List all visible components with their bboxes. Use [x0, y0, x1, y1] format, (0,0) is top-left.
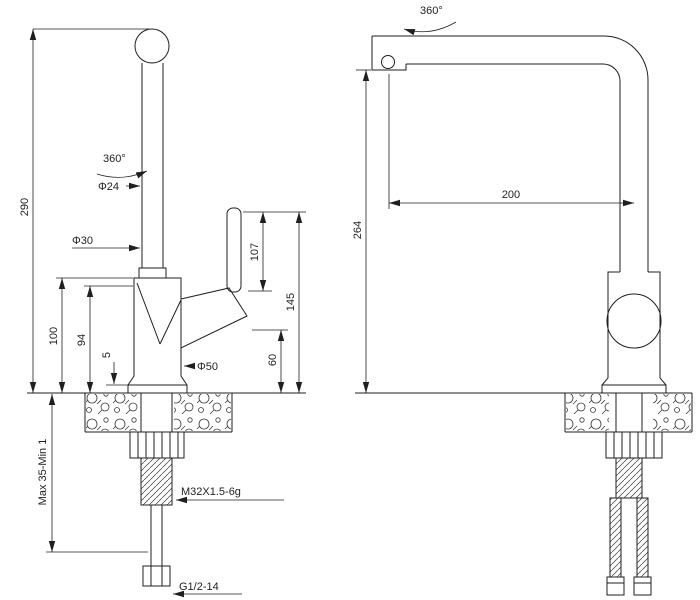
handle-cone — [180, 287, 248, 349]
label-rotation-side: 360° — [420, 5, 443, 17]
rotation-arc-side — [403, 21, 457, 36]
front-undermount — [129, 393, 185, 587]
dim-200-label: 200 — [502, 189, 520, 201]
hose-nut-right — [633, 576, 652, 596]
dim-145-label: 145 — [285, 293, 297, 311]
label-shank-thread: M32X1.5-6g — [181, 486, 241, 498]
label-inlet-thread: G1/2-14 — [179, 581, 219, 593]
supply-hose-left — [609, 497, 622, 578]
dim-290-label: 290 — [19, 198, 31, 216]
front-body — [127, 207, 248, 394]
front-countertop — [27, 392, 306, 433]
dim-5-label: 5 — [101, 352, 113, 358]
side-countertop-texture-left — [566, 394, 609, 431]
dim-200 — [388, 74, 634, 209]
dim-max-min-label: Max 35-Min 1 — [37, 439, 49, 506]
dim-94 — [84, 285, 133, 393]
label-neck-diameter: Φ30 — [72, 235, 93, 247]
dim-5 — [106, 362, 132, 386]
countertop-texture-right — [174, 394, 231, 431]
side-body — [601, 271, 667, 394]
dim-100-label: 100 — [48, 327, 60, 345]
dim-60-label: 60 — [267, 354, 279, 366]
dim-100 — [56, 277, 133, 393]
dim-107-label: 107 — [249, 243, 261, 261]
countertop-texture-left — [86, 394, 139, 431]
dim-290 — [29, 28, 150, 393]
side-view: 264 200 360° — [352, 5, 693, 596]
dim-264 — [356, 69, 371, 393]
hose-nut-left — [606, 576, 625, 596]
dim-107 — [243, 211, 306, 292]
front-view: 290 100 94 5 107 — [19, 28, 306, 598]
side-undermount — [605, 393, 663, 596]
spout-outlet — [371, 36, 407, 71]
dim-94-label: 94 — [76, 334, 88, 346]
side-dimensions: 264 200 360° — [352, 5, 634, 393]
front-spout — [134, 28, 170, 279]
inlet-nut — [142, 565, 171, 587]
label-base-diameter: Φ50 — [197, 361, 218, 373]
side-countertop-texture-right — [653, 394, 691, 431]
label-spout-diameter: Φ24 — [98, 181, 119, 193]
dim-264-label: 264 — [352, 221, 364, 239]
front-dimensions: 290 100 94 5 107 — [19, 28, 306, 598]
dim-60 — [252, 329, 288, 393]
side-base-plate — [601, 384, 667, 394]
label-rotation-front: 360° — [103, 153, 126, 165]
handle-lever — [226, 207, 242, 293]
threaded-shank — [140, 457, 173, 506]
spout-neck — [138, 267, 167, 279]
side-countertop — [355, 392, 693, 433]
supply-hose-right — [636, 497, 649, 578]
side-threaded-shank — [615, 457, 643, 499]
side-spout — [371, 35, 649, 272]
dim-max-min — [46, 394, 148, 553]
aerator-circle — [134, 28, 170, 64]
rotation-arc-front — [96, 170, 148, 179]
handle-knob-circle — [606, 293, 662, 349]
aerator-detail — [381, 55, 395, 69]
